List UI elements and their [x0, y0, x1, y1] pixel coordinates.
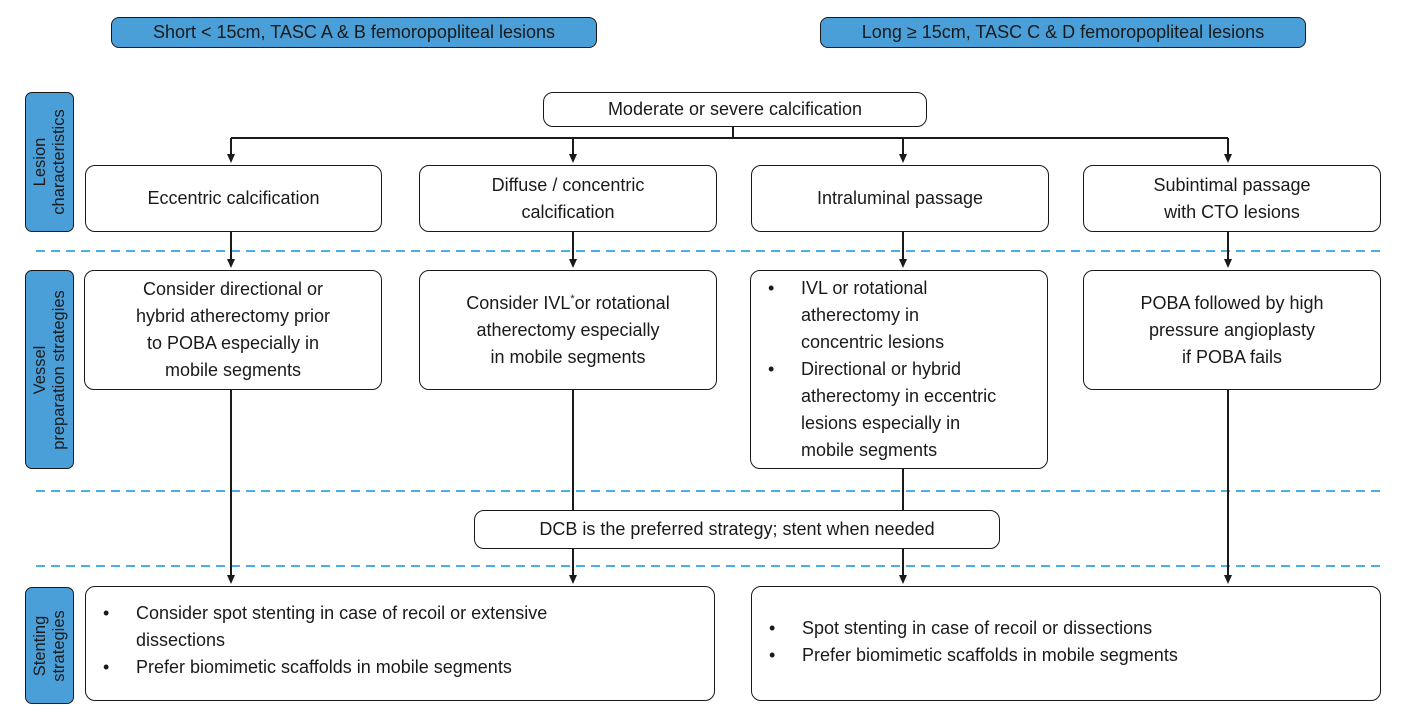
prep-eccentric-line2: hybrid atherectomy prior	[135, 306, 331, 326]
side-label-vessel: Vessel preparation strategies	[25, 270, 74, 469]
node-subintimal-line2: with CTO lesions	[1164, 201, 1300, 222]
side-label-vessel-line1: Vessel	[30, 345, 49, 394]
node-subintimal-line1: Subintimal passage	[1153, 174, 1311, 195]
prep-diffuse-footnote-mark: *	[570, 292, 575, 305]
prep-intraluminal-b2-line4: mobile segments	[801, 440, 938, 460]
node-calcification-text: Moderate or severe calcification	[607, 99, 863, 119]
node-intraluminal-passage: Intraluminal passage	[751, 165, 1049, 232]
prep-intraluminal-b2-line3: lesions especially in	[801, 413, 961, 433]
stenting-short-b2-line1: Prefer biomimetic scaffolds in mobile se…	[136, 657, 512, 677]
side-label-stenting: Stenting strategies	[25, 587, 74, 704]
header-short-text: Short < 15cm, TASC A & B femoropopliteal…	[152, 22, 556, 42]
stenting-short-b1-line1: Consider spot stenting in case of recoil…	[136, 603, 548, 623]
stenting-long: Spot stenting in case of recoil or disse…	[751, 586, 1381, 701]
prep-intraluminal: IVL or rotational atherectomy in concent…	[750, 270, 1048, 469]
node-eccentric-calcification: Eccentric calcification	[85, 165, 382, 232]
prep-intraluminal-b1-line2: atherectomy in	[801, 305, 920, 325]
side-label-stenting-line2: strategies	[49, 609, 68, 682]
node-diffuse-line1: Diffuse / concentric	[491, 174, 645, 195]
stenting-short-b1-line2: dissections	[136, 630, 226, 650]
prep-eccentric-line1: Consider directional or	[142, 279, 324, 299]
prep-eccentric-line3: to POBA especially in	[146, 333, 320, 353]
prep-intraluminal-bullet-1: IVL or rotational atherectomy in concent…	[751, 275, 996, 356]
stenting-short-bullet-1: Consider spot stenting in case of recoil…	[86, 600, 547, 654]
prep-intraluminal-b1-line1: IVL or rotational	[801, 278, 928, 298]
side-label-lesion-line1: Lesion	[30, 137, 49, 187]
stenting-long-b2-line1: Prefer biomimetic scaffolds in mobile se…	[802, 644, 1178, 665]
side-label-lesion-line2: characteristics	[49, 109, 68, 215]
prep-subintimal-line1: POBA followed by high	[1140, 292, 1324, 313]
prep-subintimal: POBA followed by high pressure angioplas…	[1083, 270, 1381, 390]
header-short-lesions: Short < 15cm, TASC A & B femoropopliteal…	[111, 17, 597, 48]
side-label-vessel-line2: preparation strategies	[49, 289, 68, 450]
prep-diffuse-line2: atherectomy especially	[476, 319, 660, 340]
prep-intraluminal-bullet-2: Directional or hybrid atherectomy in ecc…	[751, 356, 996, 464]
node-diffuse-line2: calcification	[521, 201, 615, 222]
header-long-text: Long ≥ 15cm, TASC C & D femoropopliteal …	[861, 22, 1265, 42]
prep-eccentric: Consider directional or hybrid atherecto…	[84, 270, 382, 390]
node-intraluminal-text: Intraluminal passage	[816, 188, 984, 208]
prep-eccentric-line4: mobile segments	[164, 360, 302, 380]
prep-diffuse-line3: in mobile segments	[490, 346, 646, 367]
header-long-lesions: Long ≥ 15cm, TASC C & D femoropopliteal …	[820, 17, 1306, 48]
side-label-stenting-line1: Stenting	[30, 615, 49, 676]
stenting-short: Consider spot stenting in case of recoil…	[85, 586, 715, 701]
stenting-long-bullet-1: Spot stenting in case of recoil or disse…	[752, 615, 1178, 642]
stenting-long-b1-line1: Spot stenting in case of recoil or disse…	[802, 617, 1153, 638]
side-label-lesion: Lesion characteristics	[25, 92, 74, 232]
prep-intraluminal-b2-line1: Directional or hybrid	[801, 359, 962, 379]
prep-intraluminal-b1-line3: concentric lesions	[801, 332, 945, 352]
prep-subintimal-line3: if POBA fails	[1181, 346, 1283, 367]
stenting-long-bullet-2: Prefer biomimetic scaffolds in mobile se…	[752, 642, 1178, 669]
prep-intraluminal-b2-line2: atherectomy in eccentric	[801, 386, 997, 406]
prep-diffuse-rotational: or rotational	[574, 292, 670, 313]
node-calcification: Moderate or severe calcification	[543, 92, 927, 127]
prep-subintimal-line2: pressure angioplasty	[1148, 319, 1316, 340]
prep-diffuse-line1: Consider IVL*or rotational	[466, 290, 669, 317]
node-diffuse-calcification: Diffuse / concentric calcification	[419, 165, 717, 232]
node-dcb-strategy: DCB is the preferred strategy; stent whe…	[474, 510, 1000, 549]
prep-diffuse-ivl: Consider IVL	[466, 292, 571, 313]
node-subintimal-passage: Subintimal passage with CTO lesions	[1083, 165, 1381, 232]
node-dcb-text: DCB is the preferred strategy; stent whe…	[539, 519, 935, 539]
stenting-short-bullet-2: Prefer biomimetic scaffolds in mobile se…	[86, 654, 547, 681]
prep-diffuse: Consider IVL*or rotational atherectomy e…	[419, 270, 717, 390]
node-eccentric-text: Eccentric calcification	[147, 188, 320, 208]
